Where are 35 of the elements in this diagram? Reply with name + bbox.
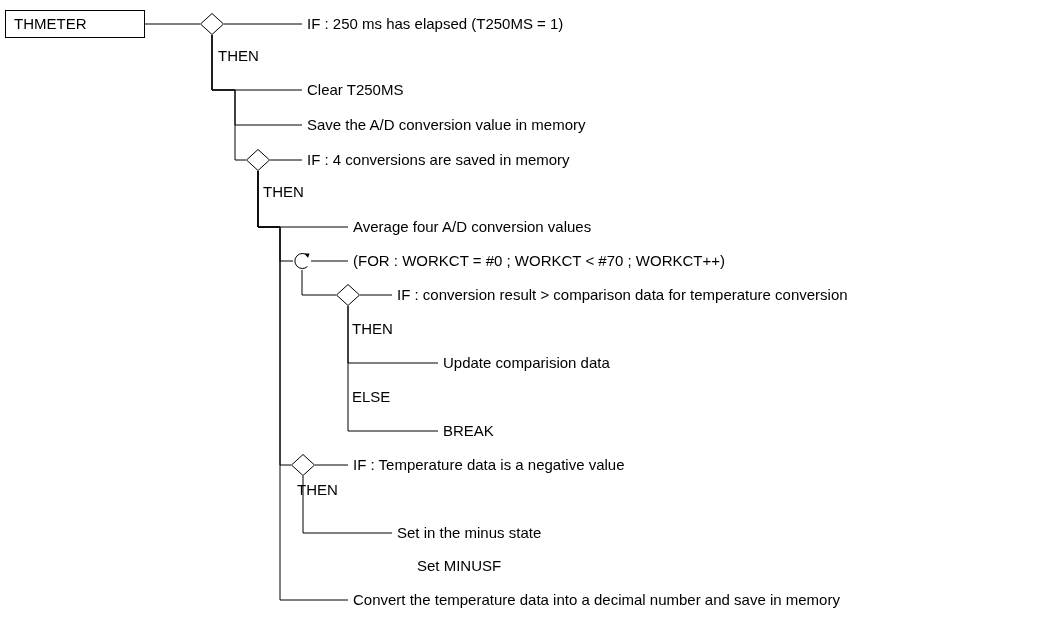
connector-line bbox=[211, 34, 247, 161]
step-text: BREAK bbox=[438, 422, 494, 440]
decision-diamond bbox=[246, 149, 270, 171]
step-text: Average four A/D conversion values bbox=[348, 218, 592, 236]
step-text: Set in the minus state bbox=[392, 524, 542, 542]
step-text: (FOR : WORKCT = #0 ; WORKCT < #70 ; WORKCT++) bbox=[348, 252, 725, 270]
connector-line bbox=[359, 294, 393, 296]
step-text: Update comparision data bbox=[438, 354, 610, 372]
step-text: Clear T250MS bbox=[302, 81, 404, 99]
connector-line bbox=[347, 305, 439, 432]
connector-line bbox=[144, 23, 201, 25]
process-box: THMETER bbox=[5, 10, 145, 38]
connector-line bbox=[301, 269, 337, 296]
step-text: IF : 250 ms has elapsed (T250MS = 1) bbox=[302, 15, 564, 33]
connector-line bbox=[302, 475, 393, 534]
branch-label: ELSE bbox=[352, 388, 391, 406]
branch-label: THEN bbox=[352, 320, 393, 338]
branch-label: THEN bbox=[218, 47, 259, 65]
branch-label: THEN bbox=[297, 481, 338, 499]
loop-symbol bbox=[293, 252, 311, 270]
step-text: IF : conversion result > comparison data for temperature conversion bbox=[392, 286, 848, 304]
decision-diamond bbox=[336, 284, 360, 306]
connector-line bbox=[257, 170, 349, 601]
step-text: IF : 4 conversions are saved in memory bbox=[302, 151, 570, 169]
connector-line bbox=[223, 23, 303, 25]
connector-line bbox=[314, 464, 349, 466]
step-text: IF : Temperature data is a negative value bbox=[348, 456, 625, 474]
step-text: Convert the temperature data into a decimal number and save in memory bbox=[348, 591, 840, 609]
step-text: Save the A/D conversion value in memory bbox=[302, 116, 586, 134]
branch-label: Set MINUSF bbox=[417, 557, 502, 575]
decision-diamond bbox=[291, 454, 315, 476]
decision-diamond bbox=[200, 13, 224, 35]
connector-line bbox=[269, 159, 303, 161]
branch-label: THEN bbox=[263, 183, 304, 201]
connector-line bbox=[310, 260, 349, 262]
